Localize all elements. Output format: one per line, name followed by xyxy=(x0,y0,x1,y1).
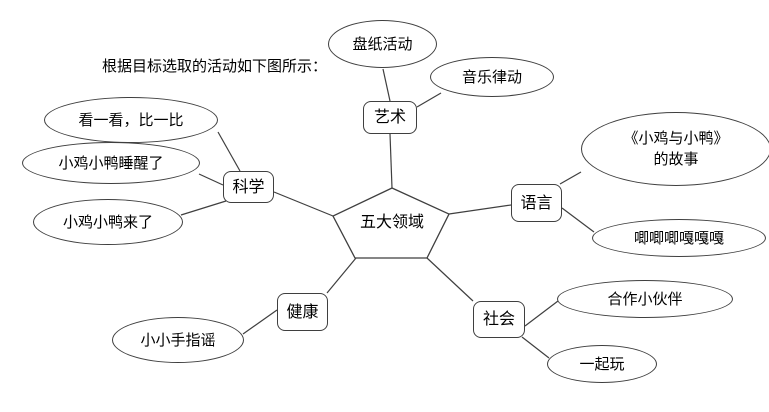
leaf-node-cooperative-partners: 合作小伙伴 xyxy=(557,280,733,318)
leaf-node-chirping: 唧唧唧嘎嘎嘎 xyxy=(592,219,766,257)
leaf-node-paper-activity: 盘纸活动 xyxy=(328,20,437,68)
connector-health-center xyxy=(326,257,357,294)
leaf-node-finger-rhyme: 小小手指谣 xyxy=(112,317,244,363)
branch-node-science: 科学 xyxy=(223,171,274,203)
connector-look-science xyxy=(217,131,241,172)
branch-node-health: 健康 xyxy=(277,293,328,331)
connector-partners-social xyxy=(524,300,559,327)
connector-language-center xyxy=(448,204,512,215)
connector-music-art xyxy=(416,92,442,108)
branch-node-art: 艺术 xyxy=(363,101,417,134)
connector-playtogether-social xyxy=(521,336,550,359)
connector-social-center xyxy=(426,257,474,302)
branch-node-social: 社会 xyxy=(473,301,525,338)
leaf-node-play-together: 一起玩 xyxy=(547,345,657,383)
leaf-node-chicks-arrived: 小鸡小鸭来了 xyxy=(33,199,183,245)
leaf-node-story: 《小鸡与小鸭》 的故事 xyxy=(581,112,769,186)
leaf-story-line1: 《小鸡与小鸭》 xyxy=(623,130,729,147)
connector-paper-art xyxy=(382,68,391,102)
leaf-node-music-rhythm: 音乐律动 xyxy=(430,57,554,97)
leaf-story-line2: 的故事 xyxy=(653,151,699,168)
connector-art-center xyxy=(389,133,393,189)
branch-node-language: 语言 xyxy=(511,184,562,222)
connector-story-language xyxy=(559,171,582,185)
connector-chirp-language xyxy=(561,207,595,233)
leaf-node-look-compare: 看一看，比一比 xyxy=(44,97,218,143)
center-node-five-domains: 五大领域 xyxy=(359,214,424,231)
diagram-caption: 根据目标选取的活动如下图所示： xyxy=(102,58,328,75)
connector-arrived-science xyxy=(180,200,227,216)
leaf-node-chicks-woke-up: 小鸡小鸭睡醒了 xyxy=(22,142,200,184)
connector-fingerrhyme-health xyxy=(242,309,278,335)
connector-wokeup-science xyxy=(198,173,224,186)
connector-science-center xyxy=(273,191,334,217)
pentagon-shape xyxy=(332,187,450,259)
